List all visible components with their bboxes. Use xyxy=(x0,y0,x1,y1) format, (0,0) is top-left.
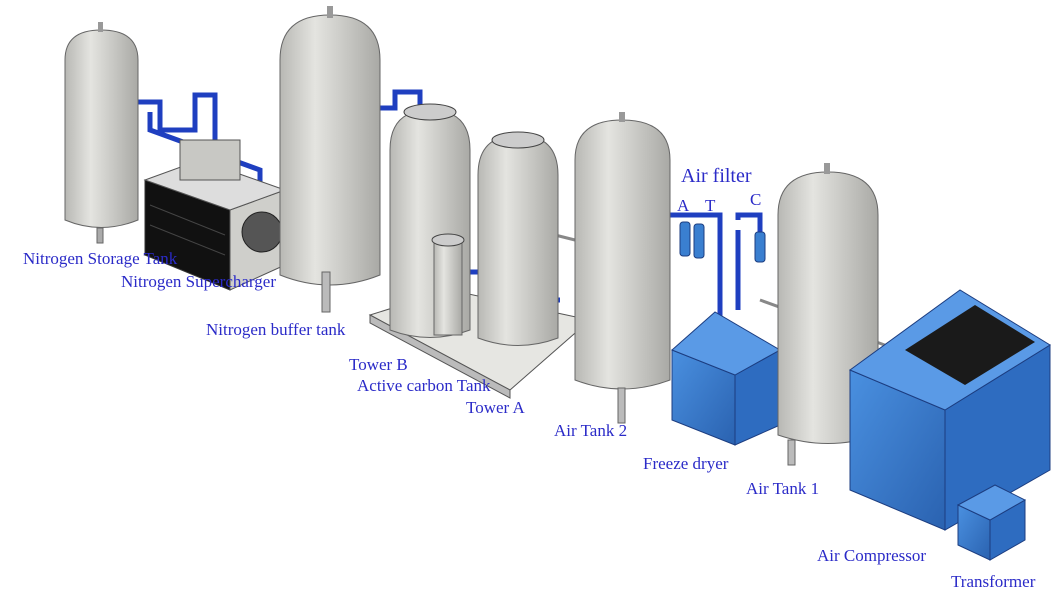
air-compressor xyxy=(848,289,1051,531)
freeze-dryer xyxy=(671,311,782,446)
label-filter-c: C xyxy=(750,190,762,209)
pipes xyxy=(130,89,763,345)
active-carbon-tank xyxy=(431,233,465,336)
label-air-tank-2: Air Tank 2 xyxy=(554,421,628,440)
nitrogen-supercharger xyxy=(143,139,287,291)
label-air-compressor: Air Compressor xyxy=(817,546,927,565)
label-nitrogen-storage-tank: Nitrogen Storage Tank xyxy=(23,249,178,268)
label-nitrogen-supercharger: Nitrogen Supercharger xyxy=(121,272,276,291)
air-tank-2 xyxy=(574,112,671,424)
transformer xyxy=(956,484,1027,561)
label-tower-a: Tower A xyxy=(466,398,525,417)
label-transformer: Transformer xyxy=(951,572,1036,591)
label-freeze-dryer: Freeze dryer xyxy=(643,454,729,473)
label-active-carbon-tank: Active carbon Tank xyxy=(357,376,491,395)
label-filter-a: A xyxy=(677,196,690,215)
nitrogen-storage-tank xyxy=(64,22,139,244)
tower-a xyxy=(477,131,559,346)
label-nitrogen-buffer-tank: Nitrogen buffer tank xyxy=(206,320,346,339)
label-filter-t: T xyxy=(705,196,716,215)
nitrogen-buffer-tank xyxy=(279,6,381,313)
air-filters xyxy=(679,221,766,263)
label-tower-b: Tower B xyxy=(349,355,408,374)
label-air-filter: Air filter xyxy=(681,165,752,187)
label-air-tank-1: Air Tank 1 xyxy=(746,479,820,498)
